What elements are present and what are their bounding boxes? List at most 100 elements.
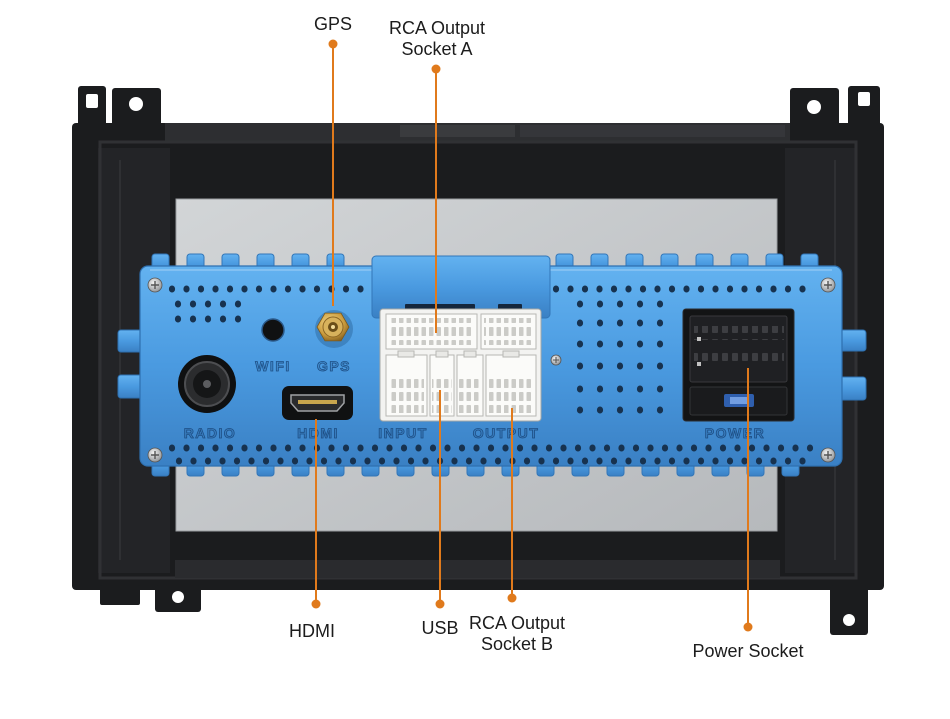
vent-hole	[306, 457, 313, 465]
vent-hole	[618, 444, 625, 452]
vent-hole	[328, 444, 335, 452]
vent-hole	[668, 457, 676, 465]
callout-rca-output-b-label-line1: RCA Output	[469, 613, 565, 633]
callout-hdmi-label: HDMI	[289, 621, 335, 641]
vent-hole	[400, 444, 408, 452]
vent-hole	[349, 457, 357, 465]
power-socket-upper	[689, 315, 788, 383]
connector-pins	[389, 378, 424, 413]
vent-hole	[654, 457, 661, 465]
vent-hole	[726, 457, 734, 465]
vent-hole	[262, 457, 270, 465]
vent-hole	[632, 444, 640, 452]
vent-hole	[189, 300, 197, 308]
vent-hole	[429, 444, 437, 452]
vent-hole	[226, 444, 234, 452]
vent-hole	[473, 444, 480, 452]
heatsink-panel: WIFI GPS RADIO HDMI INPUT OUTPUT POWER	[117, 253, 867, 477]
vent-hole	[415, 444, 422, 452]
vent-hole	[806, 444, 814, 452]
vent-hole	[726, 285, 734, 293]
vent-hole	[444, 444, 451, 452]
mounting-tab	[78, 86, 106, 131]
vent-hole	[712, 285, 719, 293]
vent-hole	[741, 457, 748, 465]
vent-hole	[792, 444, 799, 452]
connector-latch	[435, 350, 449, 358]
vent-hole	[299, 444, 306, 452]
vent-hole	[697, 285, 705, 293]
tab-hole	[858, 92, 870, 106]
vent-hole	[596, 300, 604, 308]
vent-hole	[581, 285, 589, 293]
vent-hole	[596, 457, 603, 465]
vent-hole	[168, 444, 176, 452]
vent-hole	[378, 457, 386, 465]
vent-hole	[291, 457, 299, 465]
vent-hole	[596, 285, 603, 293]
screw	[147, 447, 163, 463]
vent-hole	[277, 457, 284, 465]
callout-power-socket-dot	[743, 622, 753, 632]
marking-hdmi: HDMI	[297, 425, 339, 441]
callout-gps-label: GPS	[314, 14, 352, 34]
connector-pins	[389, 318, 474, 345]
vent-hole	[654, 285, 661, 293]
connector-latch	[502, 350, 520, 358]
vent-hole	[596, 406, 604, 414]
vent-hole	[371, 444, 379, 452]
vent-hole	[610, 457, 618, 465]
vent-hole	[690, 444, 698, 452]
callout-rca-output-b-dot	[507, 593, 517, 603]
vent-hole	[748, 444, 756, 452]
vent-hole	[712, 457, 719, 465]
vent-hole	[784, 457, 792, 465]
fuse-window	[730, 397, 748, 404]
callout-hdmi: HDMI	[289, 419, 335, 641]
vent-hole	[422, 457, 429, 465]
vent-hole	[697, 457, 705, 465]
vent-hole	[545, 444, 553, 452]
tab-hole	[807, 100, 821, 114]
vent-hole	[219, 300, 227, 308]
vent-hole	[502, 444, 509, 452]
callout-usb-dot	[435, 599, 445, 609]
vent-hole	[174, 300, 182, 308]
vent-hole	[183, 285, 190, 293]
vent-hole	[574, 444, 582, 452]
vent-hole	[576, 362, 584, 370]
vent-hole	[770, 285, 777, 293]
vent-hole	[596, 319, 604, 327]
frame-top-rib	[520, 125, 785, 137]
vent-hole	[552, 285, 560, 293]
vent-hole	[770, 457, 777, 465]
vent-hole	[567, 457, 574, 465]
vent-hole	[175, 457, 183, 465]
connector-latch	[397, 350, 415, 358]
radio-antenna-socket	[178, 355, 236, 413]
mounting-tab	[848, 86, 880, 131]
vent-hole	[357, 285, 364, 293]
connector-pins	[432, 378, 452, 413]
vent-hole	[393, 457, 400, 465]
vent-hole	[567, 285, 574, 293]
callout-gps: GPS	[314, 14, 352, 306]
vent-hole	[255, 285, 263, 293]
vent-hole	[451, 457, 458, 465]
vent-hole	[407, 457, 415, 465]
pin-marker	[697, 362, 701, 366]
vent-hole	[610, 285, 618, 293]
vent-hole	[342, 285, 350, 293]
vent-hole	[204, 457, 212, 465]
gps-connector-pin	[331, 325, 335, 329]
marking-wifi: WIFI	[255, 358, 291, 374]
vent-hole	[581, 457, 589, 465]
power-socket	[682, 308, 795, 422]
vent-hole	[576, 340, 584, 348]
vent-hole	[639, 285, 647, 293]
vent-hole	[705, 444, 712, 452]
screw	[147, 277, 163, 293]
vent-hole	[494, 457, 502, 465]
vent-hole	[284, 444, 292, 452]
